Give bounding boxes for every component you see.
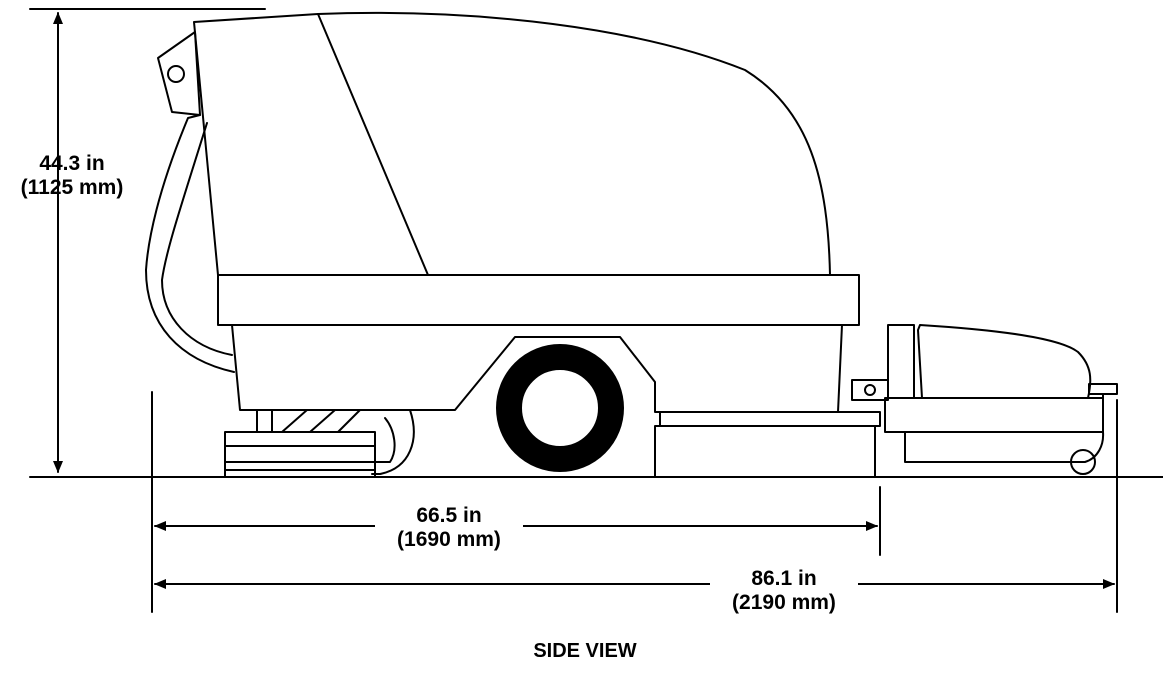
wheelbase-metric: (1690 mm): [397, 528, 501, 551]
view-title: SIDE VIEW: [533, 640, 637, 662]
front-bracket: [851, 379, 889, 401]
hood-seam: [317, 13, 429, 276]
handle-pivot-icon: [167, 65, 185, 83]
height-imperial: 44.3 in: [39, 152, 105, 175]
height-dimension-label: 44.3 in (1125 mm): [2, 152, 142, 200]
operator-handle: [145, 114, 235, 373]
height-dimension: [29, 8, 266, 473]
squeegee-assembly: [224, 431, 376, 478]
handle-bracket: [157, 31, 201, 116]
height-metric: (1125 mm): [20, 176, 124, 199]
main-deck: [217, 274, 860, 326]
wheelbase-imperial: 66.5 in: [416, 504, 482, 527]
overall-length-dimension-label: 86.1 in (2190 mm): [710, 567, 858, 615]
overall-metric: (2190 mm): [732, 591, 836, 614]
front-pod: [884, 324, 1118, 475]
squeegee-linkage: [256, 409, 415, 475]
machine-hood: [193, 11, 831, 276]
drive-wheel-icon: [496, 344, 624, 472]
front-caster-icon: [1070, 449, 1096, 475]
brush-deck: [654, 411, 881, 478]
front-bracket-pin-icon: [864, 384, 876, 396]
wheelbase-dimension-label: 66.5 in (1690 mm): [375, 504, 523, 552]
overall-imperial: 86.1 in: [751, 567, 817, 590]
